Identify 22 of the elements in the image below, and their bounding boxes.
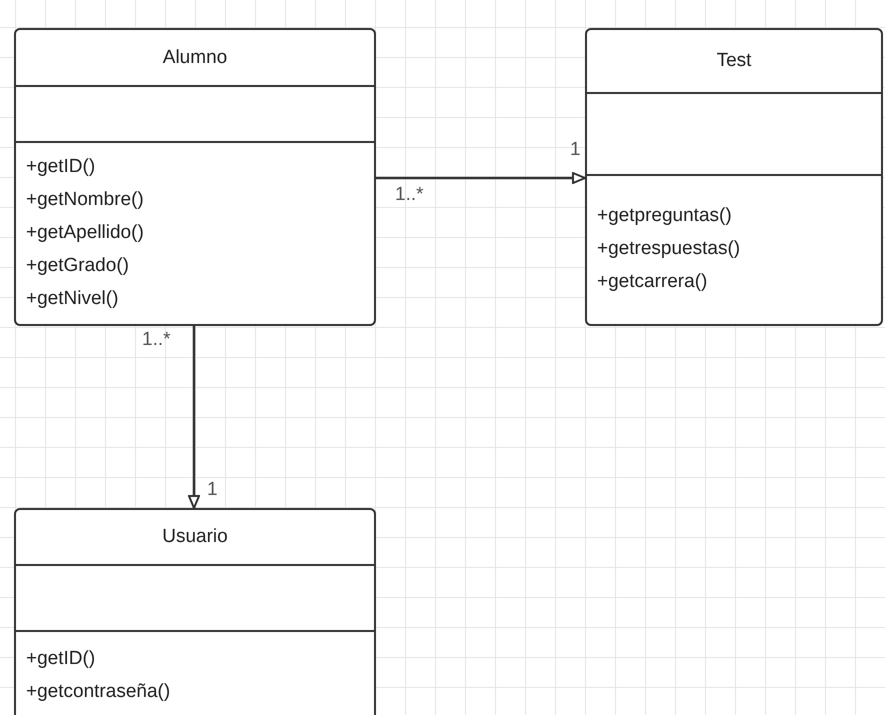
class-box (14, 28, 376, 326)
multiplicity-label: 1..* (395, 185, 424, 204)
class-name: Usuario (162, 526, 228, 548)
association-arrow (188, 326, 200, 509)
method-text: +getID() (26, 155, 96, 179)
method-text: +getNivel() (26, 287, 118, 311)
class-name: Alumno (162, 46, 228, 68)
multiplicity-label: 1..* (142, 330, 171, 349)
class-box (585, 28, 883, 326)
multiplicity-label: 1 (207, 480, 218, 499)
method-text: +getNombre() (26, 188, 144, 212)
multiplicity-label: 1 (570, 140, 581, 159)
class-box (14, 508, 376, 715)
method-text: +getcarrera() (597, 270, 708, 294)
class-name: Test (716, 50, 752, 72)
method-text: +getGrado() (26, 254, 129, 278)
association-arrow (376, 172, 586, 184)
method-text: +getcontraseña() (26, 680, 170, 704)
method-text: +getrespuestas() (597, 237, 740, 261)
method-text: +getApellido() (26, 221, 144, 245)
method-text: +getpreguntas() (597, 204, 732, 228)
method-text: +getID() (26, 647, 96, 671)
